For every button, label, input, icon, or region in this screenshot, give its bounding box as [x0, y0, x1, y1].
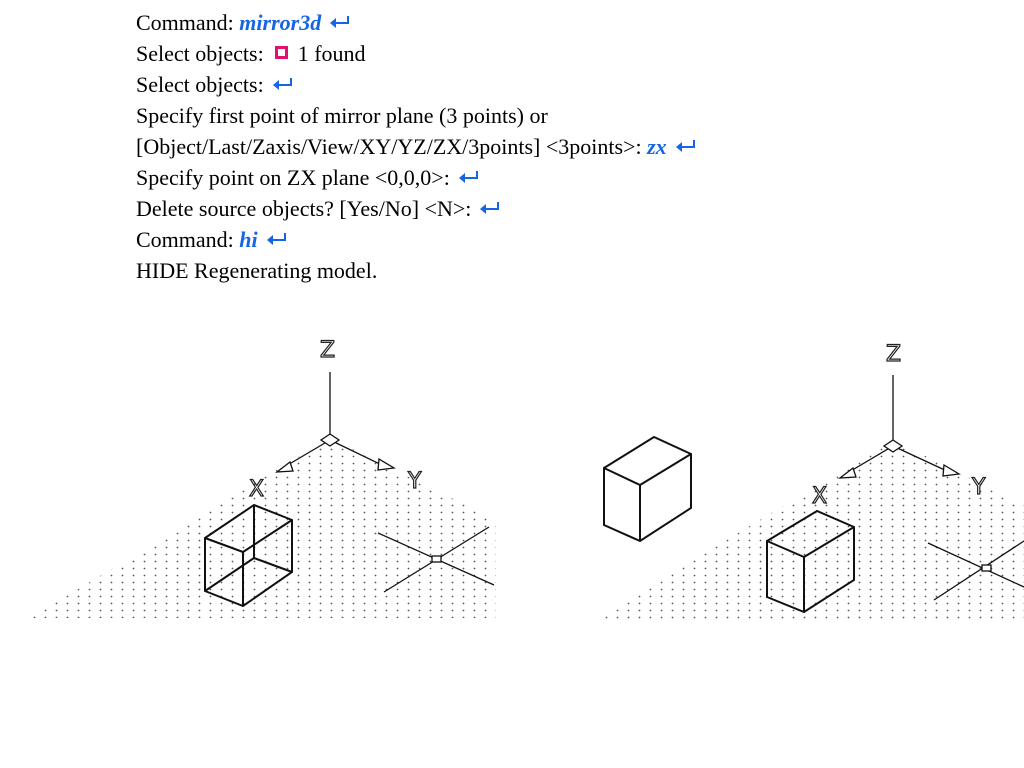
command-prompt: Specify point on ZX plane <0,0,0>:	[136, 165, 450, 190]
command-line: Select objects: 1 found	[136, 38, 697, 69]
solid-box	[766, 509, 855, 614]
command-prompt: Delete source objects? [Yes/No] <N>:	[136, 196, 472, 221]
command-line: Delete source objects? [Yes/No] <N>:	[136, 193, 697, 224]
command-prompt: Command:	[136, 10, 234, 35]
ucs-icon	[274, 372, 396, 473]
command-prompt: [Object/Last/Zaxis/View/XY/YZ/ZX/3points…	[136, 134, 642, 159]
wireframe-box	[204, 503, 293, 608]
grid-plane	[30, 438, 496, 618]
command-prompt: Command:	[136, 227, 234, 252]
viewport-left: Z X Y	[30, 337, 496, 618]
ucs-icon	[837, 375, 961, 479]
command-line: Command: hi	[136, 224, 697, 255]
command-input: hi	[239, 227, 258, 252]
command-line: Specify point on ZX plane <0,0,0>:	[136, 162, 697, 193]
axis-label-y: Y	[971, 475, 986, 500]
axis-label-z: Z	[886, 342, 901, 367]
command-result: 1 found	[297, 41, 366, 66]
command-input: mirror3d	[239, 10, 322, 35]
command-line: Command: mirror3d	[136, 7, 697, 38]
mirrored-box	[603, 435, 692, 543]
enter-key-icon	[266, 232, 286, 245]
command-prompt: Select objects:	[136, 41, 264, 66]
enter-key-icon	[330, 15, 350, 28]
command-line: [Object/Last/Zaxis/View/XY/YZ/ZX/3points…	[136, 131, 697, 162]
viewport-right: Z X Y	[590, 341, 1024, 622]
drawing-area: Z X Y	[30, 337, 1024, 622]
axis-label-y: Y	[407, 469, 422, 494]
command-line: HIDE Regenerating model.	[136, 255, 697, 286]
cursor-crosshair	[377, 526, 495, 593]
axis-label-x: X	[812, 484, 827, 509]
command-line: Select objects:	[136, 69, 697, 100]
enter-key-icon	[272, 77, 292, 90]
command-prompt: Select objects:	[136, 72, 264, 97]
command-text: Specify first point of mirror plane (3 p…	[136, 103, 548, 128]
enter-key-icon	[480, 201, 500, 214]
enter-key-icon	[458, 170, 478, 183]
cursor-crosshair	[927, 540, 1024, 601]
pickbox-icon	[275, 46, 289, 60]
command-input: zx	[647, 134, 667, 159]
enter-key-icon	[675, 139, 695, 152]
axis-label-x: X	[249, 477, 264, 502]
command-line: Specify first point of mirror plane (3 p…	[136, 100, 697, 131]
grid-plane	[590, 440, 1024, 622]
axis-label-z: Z	[320, 338, 335, 363]
command-text: HIDE Regenerating model.	[136, 258, 378, 283]
command-log: Command: mirror3d Select objects: 1 foun…	[136, 7, 697, 286]
